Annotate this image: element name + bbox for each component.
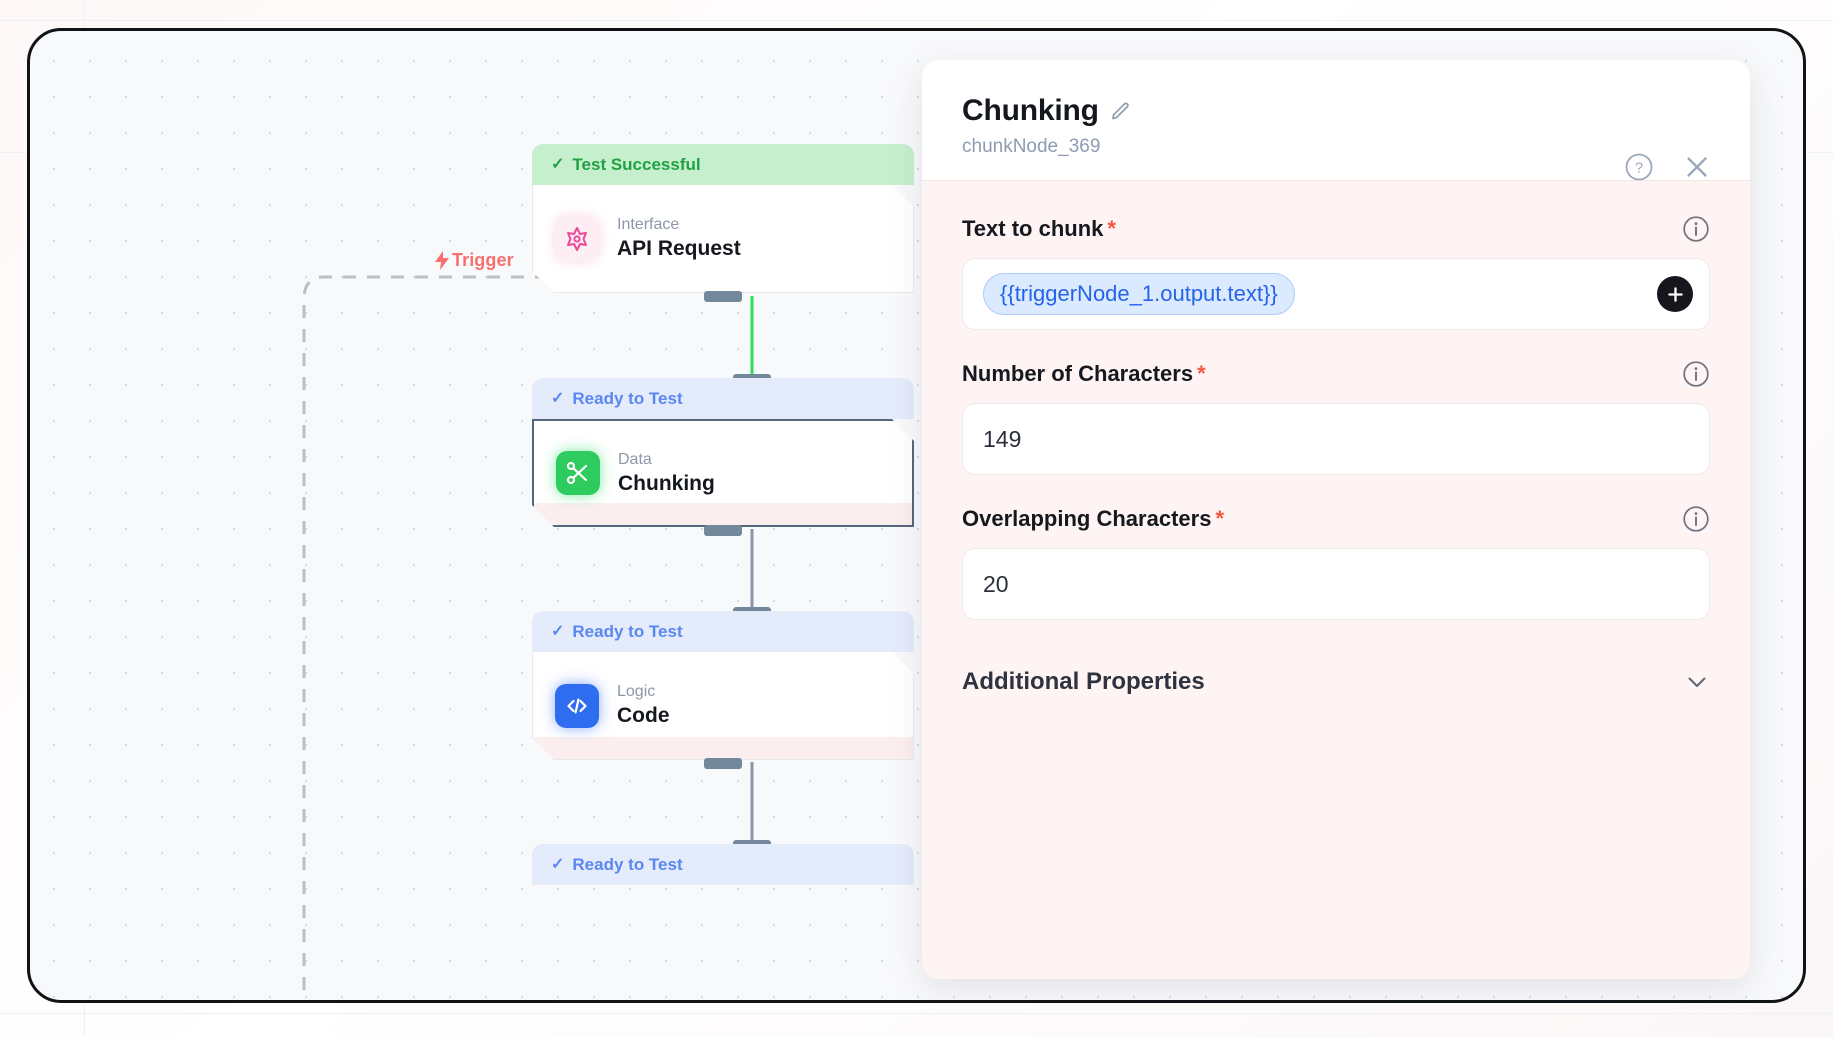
lightning-bolt-icon — [435, 251, 449, 270]
node-title-label: Chunking — [618, 471, 715, 495]
field-label: Number of Characters* — [962, 361, 1206, 387]
node-title-label: API Request — [617, 237, 741, 260]
edge-chunking-to-code — [750, 529, 754, 611]
field-label-row: Number of Characters* — [962, 360, 1710, 388]
workflow-node-api-request[interactable]: ✓ Test Successful Interface API Request — [532, 144, 914, 302]
svg-text:?: ? — [1635, 161, 1643, 177]
node-output-handle[interactable] — [704, 291, 742, 302]
node-card[interactable]: Data Chunking — [532, 419, 914, 527]
close-icon[interactable] — [1682, 152, 1712, 182]
background-guide-line — [0, 1013, 1833, 1014]
node-card[interactable]: Logic Code — [532, 652, 914, 760]
overlapping-characters-input[interactable]: 20 — [962, 548, 1710, 620]
node-status-banner: ✓ Test Successful — [532, 144, 914, 185]
text-to-chunk-input[interactable]: {{triggerNode_1.output.text}} — [962, 258, 1710, 330]
node-text: Data Chunking — [618, 451, 715, 496]
field-label-text: Overlapping Characters — [962, 506, 1212, 531]
workflow-canvas[interactable]: Trigger ✓ Test Successful Interface API … — [27, 28, 1806, 1003]
api-star-icon — [555, 217, 599, 261]
background-guide-line — [0, 20, 1833, 21]
trigger-label-text: Trigger — [452, 250, 514, 270]
code-brackets-icon — [555, 684, 599, 728]
info-circle-icon[interactable] — [1682, 360, 1710, 388]
field-label-text: Text to chunk — [962, 216, 1104, 241]
field-label: Text to chunk* — [962, 216, 1116, 242]
node-kind-label: Logic — [617, 683, 656, 700]
field-label-row: Text to chunk* — [962, 215, 1710, 243]
info-circle-icon[interactable] — [1682, 215, 1710, 243]
scissors-icon — [556, 451, 600, 495]
node-kind-label: Interface — [617, 216, 680, 233]
panel-subtitle: chunkNode_369 — [962, 136, 1101, 157]
check-icon: ✓ — [551, 155, 565, 173]
node-output-handle[interactable] — [704, 758, 742, 769]
node-card[interactable]: Interface API Request — [532, 185, 914, 293]
workflow-node-next[interactable]: ✓ Ready to Test — [532, 844, 914, 885]
node-status-text: Ready to Test — [572, 621, 683, 641]
check-icon: ✓ — [551, 622, 565, 640]
variable-chip[interactable]: {{triggerNode_1.output.text}} — [983, 273, 1295, 315]
edge-code-to-next — [750, 762, 754, 844]
panel-header: Chunking chunkNode_369 ? — [922, 60, 1750, 181]
node-text: Logic Code — [617, 683, 670, 728]
pencil-icon[interactable] — [1110, 100, 1132, 122]
number-of-characters-input[interactable]: 149 — [962, 403, 1710, 475]
node-status-banner: ✓ Ready to Test — [532, 378, 914, 419]
field-label: Overlapping Characters* — [962, 506, 1224, 532]
node-status-banner: ✓ Ready to Test — [532, 611, 914, 652]
node-footer-strip — [533, 737, 913, 759]
help-circle-icon[interactable]: ? — [1624, 152, 1654, 182]
field-overlapping-characters: Overlapping Characters* 20 — [962, 505, 1710, 620]
additional-properties-label: Additional Properties — [962, 668, 1205, 695]
panel-title-row: Chunking — [962, 94, 1710, 128]
additional-properties-accordion[interactable]: Additional Properties — [962, 650, 1710, 696]
node-footer-strip — [534, 503, 912, 525]
field-label-row: Overlapping Characters* — [962, 505, 1710, 533]
trigger-label: Trigger — [434, 250, 514, 271]
node-status-text: Ready to Test — [572, 388, 683, 408]
node-settings-panel: Chunking chunkNode_369 ? — [922, 60, 1750, 979]
node-status-text: Test Successful — [572, 154, 701, 174]
check-icon: ✓ — [551, 855, 565, 873]
required-asterisk: * — [1215, 506, 1224, 531]
node-status-banner: ✓ Ready to Test — [532, 844, 914, 885]
node-status-text: Ready to Test — [572, 854, 683, 874]
info-circle-icon[interactable] — [1682, 505, 1710, 533]
field-number-of-characters: Number of Characters* 149 — [962, 360, 1710, 475]
field-text-to-chunk: Text to chunk* {{triggerNode_1.output.te… — [962, 215, 1710, 330]
field-label-text: Number of Characters — [962, 361, 1194, 386]
check-icon: ✓ — [551, 389, 565, 407]
panel-body: Text to chunk* {{triggerNode_1.output.te… — [922, 181, 1750, 979]
edge-api-request-to-chunking — [750, 296, 754, 378]
panel-title: Chunking — [962, 94, 1099, 127]
node-title-label: Code — [617, 704, 670, 727]
plus-icon — [1667, 286, 1683, 302]
workflow-node-code[interactable]: ✓ Ready to Test Logic Code — [532, 611, 914, 769]
workflow-node-chunking[interactable]: ✓ Ready to Test Data Chunking — [532, 378, 914, 536]
node-output-handle[interactable] — [704, 525, 742, 536]
node-kind-label: Data — [618, 450, 652, 468]
panel-header-actions: ? — [1624, 152, 1712, 182]
add-variable-button[interactable] — [1657, 276, 1693, 312]
node-text: Interface API Request — [617, 216, 741, 261]
chevron-down-icon[interactable] — [1684, 669, 1710, 695]
required-asterisk: * — [1197, 361, 1206, 386]
required-asterisk: * — [1107, 216, 1116, 241]
